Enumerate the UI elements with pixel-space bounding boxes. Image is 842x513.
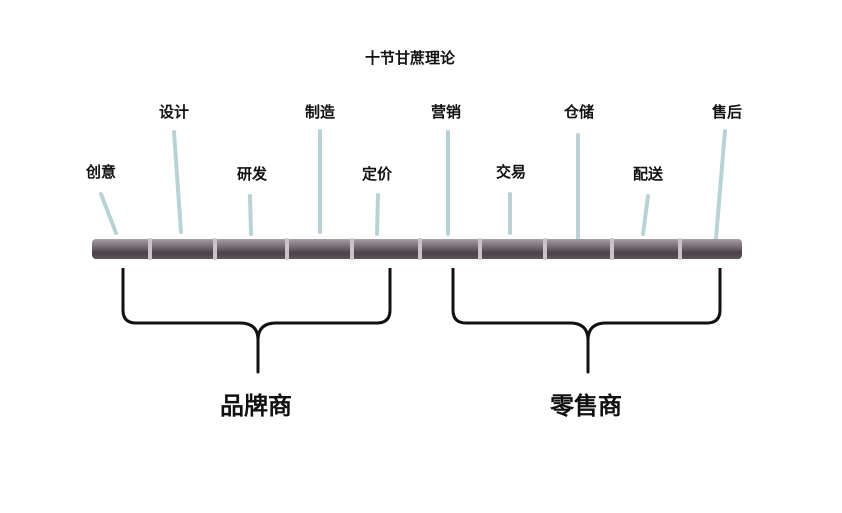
stage-label: 制造 xyxy=(305,103,335,121)
stage-label: 售后 xyxy=(712,103,742,121)
stage-pointers xyxy=(99,129,727,240)
pointer-line xyxy=(641,194,650,236)
diagram-title: 十节甘蔗理论 xyxy=(365,49,456,67)
pointer-line xyxy=(375,193,380,236)
cane-node xyxy=(148,238,152,260)
cane-node xyxy=(678,238,682,260)
cane-node xyxy=(285,238,289,260)
sugarcane xyxy=(92,238,742,260)
stage-label: 交易 xyxy=(496,163,526,181)
group-label-brand: 品牌商 xyxy=(220,392,292,420)
sugarcane-stalk xyxy=(92,239,742,259)
group-label-retailer: 零售商 xyxy=(549,392,622,420)
stage-label: 定价 xyxy=(362,165,393,183)
stage-label: 创意 xyxy=(85,163,116,181)
stage-label: 研发 xyxy=(237,165,268,183)
retail-bracket xyxy=(451,268,722,374)
cane-node xyxy=(418,238,422,260)
cane-node xyxy=(350,238,354,260)
stage-label: 配送 xyxy=(633,165,664,183)
pointer-line xyxy=(99,192,118,235)
cane-node xyxy=(543,238,547,260)
cane-node xyxy=(478,238,482,260)
sugarcane-nodes xyxy=(148,238,682,260)
pointer-line xyxy=(172,130,183,234)
pointer-line xyxy=(248,194,253,236)
cane-node xyxy=(610,238,614,260)
brand-bracket xyxy=(121,268,392,374)
stage-label: 设计 xyxy=(159,103,189,121)
cane-node xyxy=(213,238,217,260)
stage-label: 仓储 xyxy=(563,103,594,121)
stage-label: 营销 xyxy=(431,103,461,121)
pointer-line xyxy=(714,129,727,240)
